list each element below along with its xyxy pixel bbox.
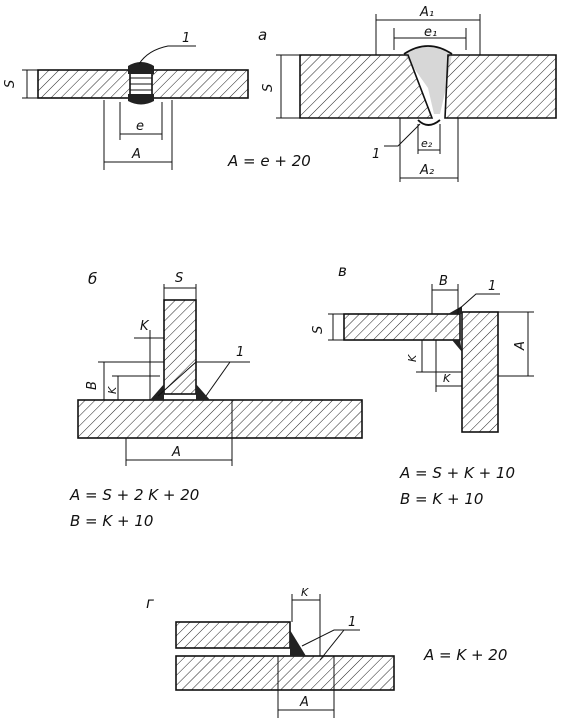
- plate-horizontal: [343, 313, 461, 341]
- plate-right: [151, 69, 249, 99]
- label-e1: e₁: [424, 25, 437, 40]
- label-K-vert-b: K: [106, 386, 119, 394]
- label-A-v: A: [513, 341, 528, 351]
- weld-cap-top: [128, 62, 154, 74]
- weld-cap-bottom: [128, 94, 154, 105]
- fillet-top: [448, 306, 462, 314]
- label-B-v: B: [439, 274, 448, 289]
- fillet-inner: [452, 340, 462, 352]
- plate-lower: [175, 655, 395, 691]
- fillet-right: [196, 384, 210, 400]
- callout-1: 1: [182, 31, 190, 46]
- callout-1-b: 1: [236, 345, 244, 360]
- label-B-b: B: [85, 381, 100, 390]
- diagram-v-corner-joint: в S B 1 K K A A = S + K + 10 B = K + 10: [311, 262, 534, 508]
- label-S-v: S: [311, 326, 326, 334]
- label-S-right: S: [261, 84, 276, 92]
- fillet-lap: [290, 630, 306, 656]
- diagram-b-t-joint: б S K B K 1 A A = S + 2 K + 20 B = K + 1…: [69, 270, 363, 530]
- plate-base: [77, 399, 363, 439]
- callout-leader-a: [384, 123, 421, 147]
- label-K-vert-v: K: [406, 354, 419, 362]
- label-K-g: K: [301, 586, 309, 599]
- label-A-b: A: [171, 445, 181, 460]
- callout-1-g: 1: [348, 615, 356, 630]
- callout-leader-b: [157, 361, 250, 397]
- label-b: б: [88, 270, 97, 288]
- callout-leader-g: [301, 629, 360, 647]
- plate-left-beveled: [299, 54, 434, 119]
- label-A-g: A: [299, 695, 309, 710]
- formula-v-B: B = K + 10: [400, 490, 483, 508]
- plate-right-beveled: [444, 54, 557, 119]
- callout-leader: [138, 45, 196, 65]
- formula-b-B: B = K + 10: [70, 512, 153, 530]
- diagram-a-thin-butt-joint: S 1 e A A = e + 20: [3, 31, 311, 170]
- plate-vertical-v: [461, 311, 499, 433]
- callout-leader-v: [457, 293, 500, 311]
- plate-upper: [175, 621, 291, 649]
- weld-reinforcement: [403, 45, 453, 55]
- label-K-b: K: [140, 319, 150, 334]
- diagram-a-v-groove: а S A₁ e₁ 1 e₂ A₂: [258, 5, 557, 182]
- label-K-horiz-v: K: [443, 372, 451, 385]
- formula-g: A = K + 20: [423, 646, 507, 664]
- label-g: г: [146, 594, 154, 612]
- diagram-g-lap-joint: г K 1 A A = K + 20: [146, 586, 507, 718]
- callout-1-a: 1: [372, 147, 380, 162]
- label-v: в: [338, 262, 347, 280]
- weld-root: [417, 119, 441, 126]
- formula-a: A = e + 20: [227, 152, 311, 170]
- label-A: A: [131, 147, 141, 162]
- plate-left: [37, 69, 131, 99]
- label-S: S: [3, 80, 18, 88]
- label-S-b: S: [175, 271, 183, 286]
- label-A2: A₂: [419, 163, 434, 178]
- label-e: e: [136, 119, 144, 134]
- weld-bead-fill: [404, 47, 452, 114]
- label-a: а: [258, 26, 267, 44]
- formula-b-A: A = S + 2 K + 20: [69, 486, 199, 504]
- label-A1: A₁: [419, 5, 434, 20]
- label-e2: e₂: [421, 137, 433, 150]
- formula-v-A: A = S + K + 10: [399, 464, 515, 482]
- fillet-left: [150, 384, 164, 400]
- callout-1-v: 1: [488, 279, 496, 294]
- plate-vertical: [163, 299, 197, 395]
